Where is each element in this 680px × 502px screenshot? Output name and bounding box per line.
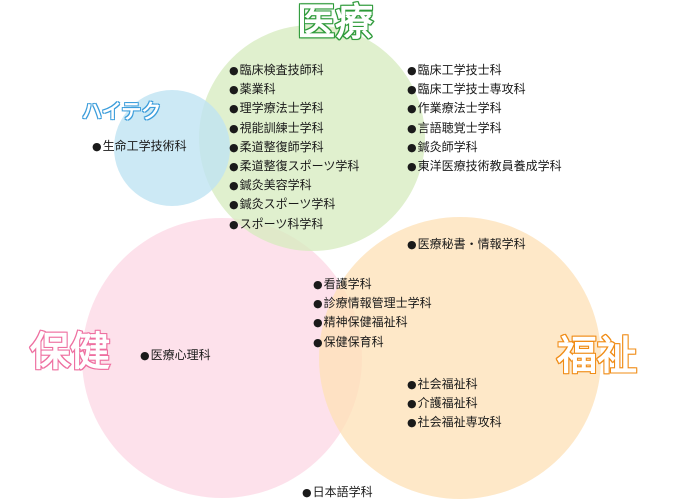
course-item: 理学療法士学科	[229, 99, 359, 118]
hoken-circle	[82, 218, 362, 498]
iryo-fukushi-course-list: 医療秘書・情報学科	[407, 235, 526, 254]
course-item: 保健保育科	[313, 333, 432, 352]
course-item: 臨床検査技師科	[229, 61, 359, 80]
heading-hoken: 保健	[29, 329, 111, 375]
course-item: 鍼灸美容学科	[229, 176, 359, 195]
course-item: 鍼灸スポーツ学科	[229, 195, 359, 214]
course-item: 医療心理科	[140, 346, 211, 365]
fukushi-course-list: 社会福祉科介護福祉科社会福祉専攻科	[407, 375, 502, 433]
course-item: 薬業科	[229, 80, 359, 99]
course-item: 日本語学科	[302, 483, 373, 502]
heading-hitech: ハイテク	[81, 99, 162, 123]
course-item: 視能訓練士学科	[229, 119, 359, 138]
outside-course-list: 日本語学科	[302, 483, 373, 502]
course-item: 医療秘書・情報学科	[407, 235, 526, 254]
course-item: 東洋医療技術教員養成学科	[407, 157, 562, 176]
course-item: スポーツ科学科	[229, 215, 359, 234]
course-item: 社会福祉科	[407, 375, 502, 394]
center-course-list: 看護学科診療情報管理士学科精神保健福祉科保健保育科	[313, 275, 432, 352]
course-item: 柔道整復スポーツ学科	[229, 157, 360, 176]
course-item: 鍼灸師学科	[407, 138, 562, 157]
course-item: 社会福祉専攻科	[407, 413, 502, 432]
course-item: 臨床工学技士科	[407, 61, 562, 80]
hitech-course-list: 生命工学技術科	[92, 137, 187, 156]
iryo-right-course-list: 臨床工学技士科臨床工学技士専攻科作業療法士学科言語聴覚士学科鍼灸師学科東洋医療技…	[407, 61, 562, 176]
heading-iryo: 医療	[296, 0, 374, 44]
course-item: 臨床工学技士専攻科	[407, 80, 562, 99]
course-item: 柔道整復師学科	[229, 138, 359, 157]
course-item: 介護福祉科	[407, 394, 502, 413]
heading-fukushi: 福祉	[556, 333, 638, 379]
course-item: 看護学科	[313, 275, 432, 294]
course-item: 作業療法士学科	[407, 99, 562, 118]
course-item: 精神保健福祉科	[313, 313, 432, 332]
iryo-left-course-list: 臨床検査技師科薬業科理学療法士学科視能訓練士学科柔道整復師学科柔道整復スポーツ学…	[229, 61, 360, 234]
course-item: 言語聴覚士学科	[407, 119, 562, 138]
course-item: 診療情報管理士学科	[313, 294, 432, 313]
course-item: 生命工学技術科	[92, 137, 187, 156]
hoken-course-list: 医療心理科	[140, 346, 211, 365]
